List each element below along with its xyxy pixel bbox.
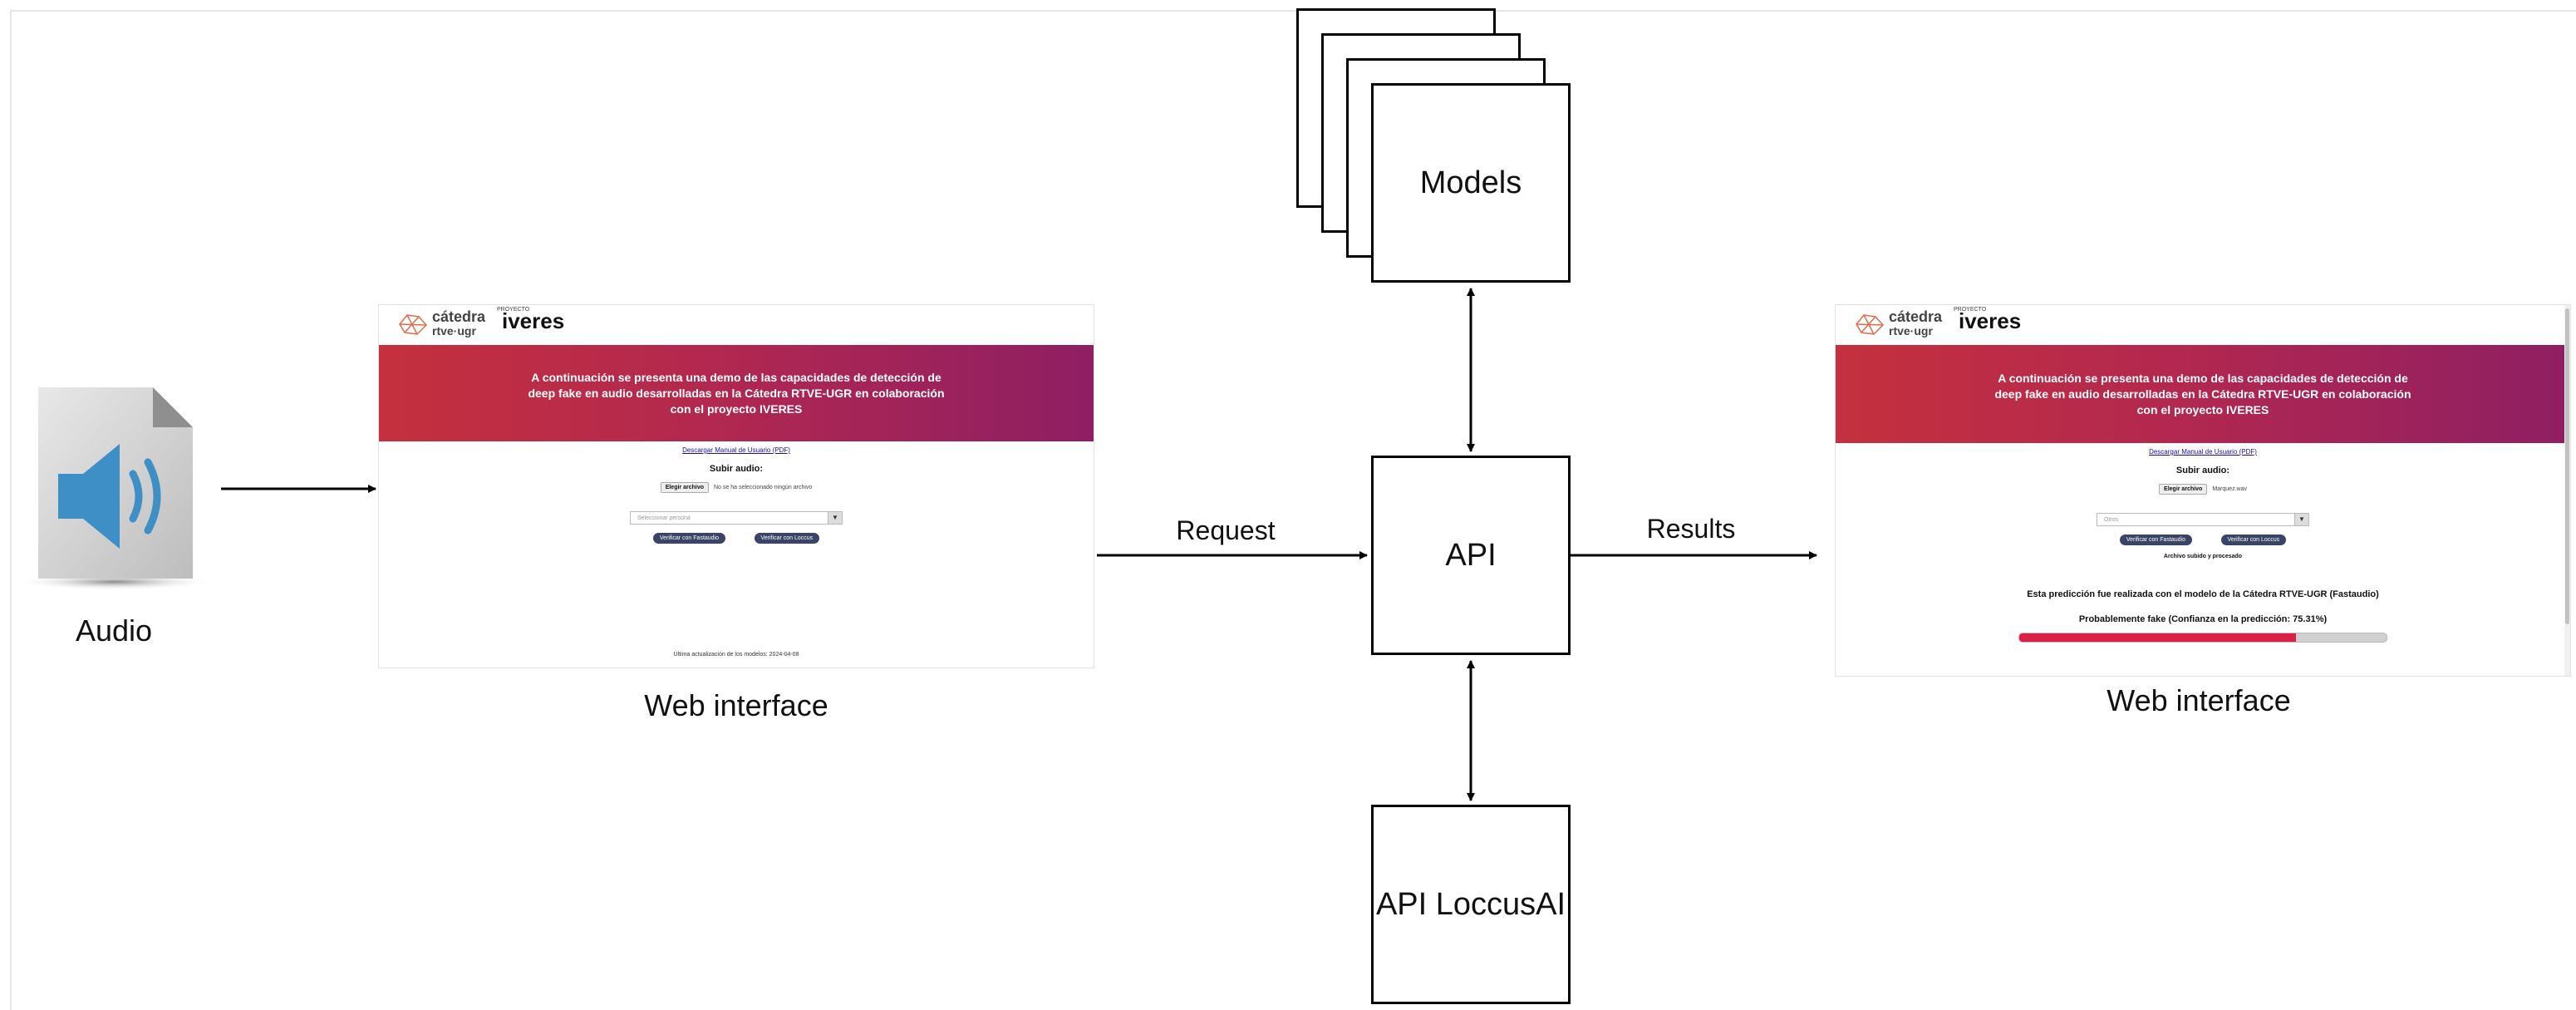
person-select[interactable]: Otros▼	[2097, 513, 2309, 526]
intro-banner: A continuación se presenta una demo de l…	[1836, 345, 2570, 443]
choose-file-button[interactable]: Elegir archivo	[660, 482, 709, 493]
prediction-model-text: Esta predicción fue realizada con el mod…	[2027, 589, 2379, 599]
prediction-result-text: Probablemente fake (Confianza en la pred…	[2078, 614, 2328, 624]
network-logo-icon	[1856, 313, 1885, 335]
chevron-down-icon: ▼	[2294, 514, 2308, 525]
audio-file-icon	[15, 387, 214, 590]
manual-link[interactable]: Descargar Manual de Usuario (PDF)	[2149, 448, 2257, 456]
manual-link[interactable]: Descargar Manual de Usuario (PDF)	[682, 446, 790, 454]
audio-label: Audio	[75, 613, 153, 648]
verify-loccus-button[interactable]: Verificar con Loccus	[2220, 535, 2287, 545]
intro-banner: A continuación se presenta una demo de l…	[379, 345, 1094, 441]
request-label: Request	[1176, 515, 1276, 545]
api-label: API	[1445, 537, 1497, 573]
choose-file-button[interactable]: Elegir archivo	[2159, 484, 2208, 495]
person-select[interactable]: Seleccionar persona▼	[630, 511, 843, 525]
verify-fastaudio-button[interactable]: Verificar con Fastaudio	[2119, 535, 2193, 545]
network-logo-icon	[399, 313, 428, 335]
verify-fastaudio-button[interactable]: Verificar con Fastaudio	[652, 533, 726, 544]
results-label: Results	[1646, 514, 1736, 544]
models-update-footer: Última actualización de los modelos: 202…	[673, 652, 799, 658]
web-interface-right-label: Web interface	[2107, 683, 2291, 717]
api-loccusai-box: API LoccusAI	[1371, 805, 1571, 1004]
api-box: API	[1371, 456, 1571, 655]
upload-heading: Subir audio:	[709, 464, 764, 474]
scrollbar[interactable]	[2564, 305, 2570, 676]
verify-loccus-button[interactable]: Verificar con Loccus	[754, 533, 820, 544]
upload-status: Archivo subido y procesado	[2163, 554, 2243, 559]
scrollbar-thumb[interactable]	[2565, 308, 2569, 624]
web-interface-left-label: Web interface	[644, 688, 828, 722]
file-status: No se ha seleccionado ningún archivo	[713, 485, 813, 490]
models-label: Models	[1419, 165, 1522, 200]
models-box: Models	[1371, 83, 1571, 283]
upload-heading: Subir audio:	[2175, 466, 2230, 475]
chevron-down-icon: ▼	[828, 512, 842, 524]
file-status: Marquez.wav	[2212, 486, 2247, 492]
api-loccusai-label: API LoccusAI	[1375, 886, 1566, 922]
confidence-bar-fill	[2019, 633, 2296, 642]
confidence-bar	[2018, 633, 2387, 643]
canvas-border	[10, 10, 2576, 1010]
